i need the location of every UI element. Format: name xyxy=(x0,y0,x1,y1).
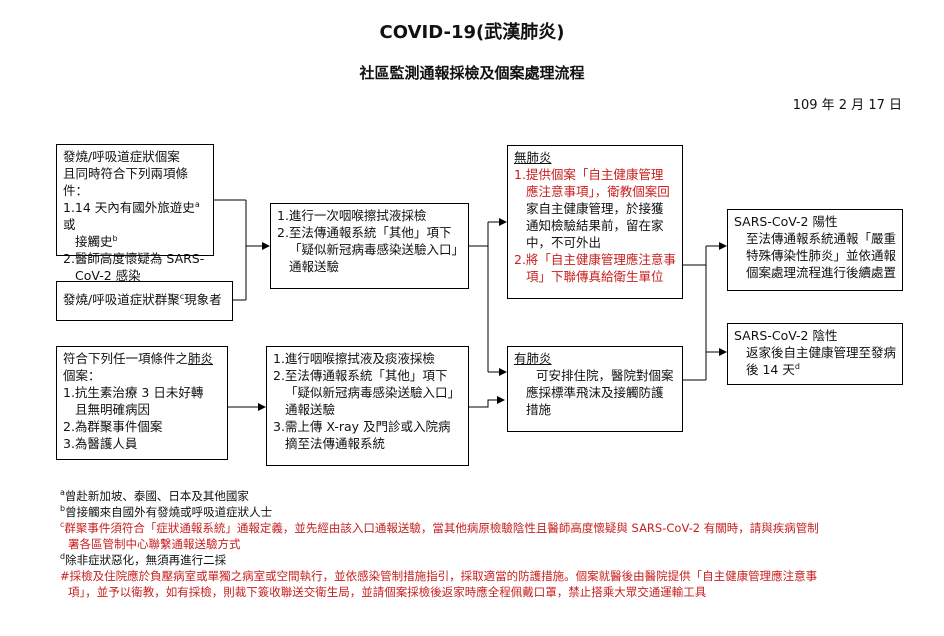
footnote-c-mark: c xyxy=(60,520,65,530)
negative-result-box: SARS-CoV-2 陰性 返家後自主健康管理至發病 後 14 天d xyxy=(727,323,903,385)
footnote-a-mark: a xyxy=(60,488,65,498)
cluster-text: 發燒/呼吸道症狀群聚 xyxy=(63,292,180,307)
positive-line1: 至法傳通報系統通報「嚴重 xyxy=(746,231,897,246)
footnote-ref-a: a xyxy=(194,199,200,209)
fever-item1-contact: 接觸史 xyxy=(75,234,113,249)
pneumonia-keyword: 肺炎 xyxy=(188,351,214,366)
document-date: 109 年 2 月 17 日 xyxy=(792,98,902,113)
cluster-box: 發燒/呼吸道症狀群聚c現象者 xyxy=(56,281,233,321)
footnotes: a曾赴新加坡、泰國、日本及其他國家 b曾接觸來自國外有發燒或呼吸道症狀人士 c群… xyxy=(60,489,930,601)
footnote-ref-b: b xyxy=(112,233,118,243)
negative-heading: SARS-CoV-2 陰性 xyxy=(734,328,838,343)
footnote-c-cont: 署各區管制中心聯繫通報送驗方式 xyxy=(68,537,241,551)
fever-case-box: 發燒/呼吸道症狀個案 且同時符合下列兩項條件： 1.14 天內有國外旅遊史a或 … xyxy=(56,144,214,283)
pneumonia-case-label: 個案： xyxy=(63,368,101,383)
positive-line3: 個案處理流程進行後續處置 xyxy=(746,265,897,280)
footnote-hash-cont: 項」，並予以衛教，如有採檢，則裁下簽收聯送交衛生局，並請個案採檢後返家時應全程佩… xyxy=(68,585,707,599)
no-pneumonia-home-line1: 家自主健康管理，於接獲 xyxy=(526,201,664,216)
footnote-hash: #採檢及住院應於負壓病室或單獨之病室或空間執行，並依感染管制措施指引，採取適當的… xyxy=(60,569,818,583)
sampling1-line2: 2.至法傳通報系統「其他」項下 xyxy=(277,225,452,240)
sampling-box-1: 1.進行一次咽喉擦拭液採檢 2.至法傳通報系統「其他」項下 「疑似新冠病毒感染送… xyxy=(270,203,469,289)
fever-item1-or: 或 xyxy=(63,217,76,232)
sampling2-line4: 通報送驗 xyxy=(285,402,336,417)
fever-case-condition: 且同時符合下列兩項條件： xyxy=(63,166,189,198)
sampling2-line3: 「疑似新冠病毒感染送驗入口」 xyxy=(285,385,461,400)
footnote-ref-d: d xyxy=(794,361,800,371)
footnote-c: 群聚事件須符合「症狀通報系統」通報定義，並先經由該入口通報送驗，當其他病原檢驗陰… xyxy=(64,521,819,535)
footnote-b-mark: b xyxy=(60,504,66,514)
has-pneumonia-line2: 應採標準飛沫及接觸防護 xyxy=(526,385,664,400)
sampling2-line2: 2.至法傳通報系統「其他」項下 xyxy=(273,368,448,383)
has-pneumonia-heading: 有肺炎 xyxy=(514,351,552,366)
positive-line2: 特殊傳染性肺炎」並依通報 xyxy=(746,248,897,263)
has-pneumonia-line3: 措施 xyxy=(526,402,552,417)
fever-case-title: 發燒/呼吸道症狀個案 xyxy=(63,149,180,164)
positive-heading: SARS-CoV-2 陽性 xyxy=(734,214,838,229)
sampling1-line1: 1.進行一次咽喉擦拭液採檢 xyxy=(277,208,427,223)
pneumonia-condition: 符合下列任一項條件之 xyxy=(63,351,189,366)
sampling2-line5: 3.需上傳 X-ray 及門診或入院病 xyxy=(273,419,451,434)
footnote-ref-c: c xyxy=(179,291,185,301)
has-pneumonia-line1: 可安排住院，醫院對個案 xyxy=(536,368,674,383)
cluster-text-tail: 現象者 xyxy=(184,292,222,307)
no-pneumonia-home-line2: 通知檢驗結果前，留在家 xyxy=(526,218,664,233)
sampling-box-2: 1.進行咽喉擦拭液及痰液採檢 2.至法傳通報系統「其他」項下 「疑似新冠病毒感染… xyxy=(266,346,469,466)
no-pneumonia-box: 無肺炎 1.提供個案「自主健康管理 應注意事項」，衛教個案回 家自主健康管理，於… xyxy=(507,145,683,299)
fever-item2-cont: CoV-2 感染 xyxy=(75,268,141,283)
fever-item1: 1.14 天內有國外旅遊史 xyxy=(63,200,195,215)
no-pneumonia-home-line3: 中，不可外出 xyxy=(526,235,602,250)
sampling1-line3: 「疑似新冠病毒感染送驗入口」 xyxy=(289,242,465,257)
no-pneumonia-step1-cont: 應注意事項」，衛教個案回 xyxy=(526,184,670,199)
sampling1-line4: 通報送驗 xyxy=(289,259,340,274)
has-pneumonia-box: 有肺炎 可安排住院，醫院對個案 應採標準飛沫及接觸防護 措施 xyxy=(507,346,683,432)
page-subtitle: 社區監測通報採檢及個案處理流程 xyxy=(359,64,585,82)
no-pneumonia-heading: 無肺炎 xyxy=(514,150,552,165)
pneumonia-item2: 2.為群聚事件個案 xyxy=(63,419,163,434)
sampling2-line1: 1.進行咽喉擦拭液及痰液採檢 xyxy=(273,351,435,366)
positive-result-box: SARS-CoV-2 陽性 至法傳通報系統通報「嚴重 特殊傳染性肺炎」並依通報 … xyxy=(727,209,903,291)
no-pneumonia-step2: 2.將「自主健康管理應注意事 xyxy=(514,252,676,267)
footnote-d: 除非症狀惡化，無須再進行二採 xyxy=(65,553,227,567)
pneumonia-case-box: 符合下列任一項條件之肺炎 個案： 1.抗生素治療 3 日未好轉 且無明確病因 2… xyxy=(56,346,228,460)
arrow-sample2-to-has-pneumonia xyxy=(469,396,505,408)
page-title: COVID-19(武漢肺炎) xyxy=(379,22,565,43)
pneumonia-item3: 3.為醫護人員 xyxy=(63,436,138,451)
pneumonia-item1-cont: 且無明確病因 xyxy=(75,402,151,417)
footnote-d-mark: d xyxy=(60,552,66,562)
fever-item2: 2.醫師高度懷疑為 SARS- xyxy=(63,251,205,266)
negative-line1: 返家後自主健康管理至發病 xyxy=(746,345,897,360)
sampling2-line6: 摘至法傳通報系統 xyxy=(285,436,386,451)
pneumonia-item1: 1.抗生素治療 3 日未好轉 xyxy=(63,385,204,400)
no-pneumonia-step1: 1.提供個案「自主健康管理 xyxy=(514,167,664,182)
footnote-a: 曾赴新加坡、泰國、日本及其他國家 xyxy=(64,489,249,503)
no-pneumonia-step2-cont: 項」下聯傳真給衛生單位 xyxy=(526,269,664,284)
footnote-b: 曾接觸來自國外有發燒或呼吸道症狀人士 xyxy=(65,505,273,519)
negative-line2: 後 14 天 xyxy=(746,362,795,377)
